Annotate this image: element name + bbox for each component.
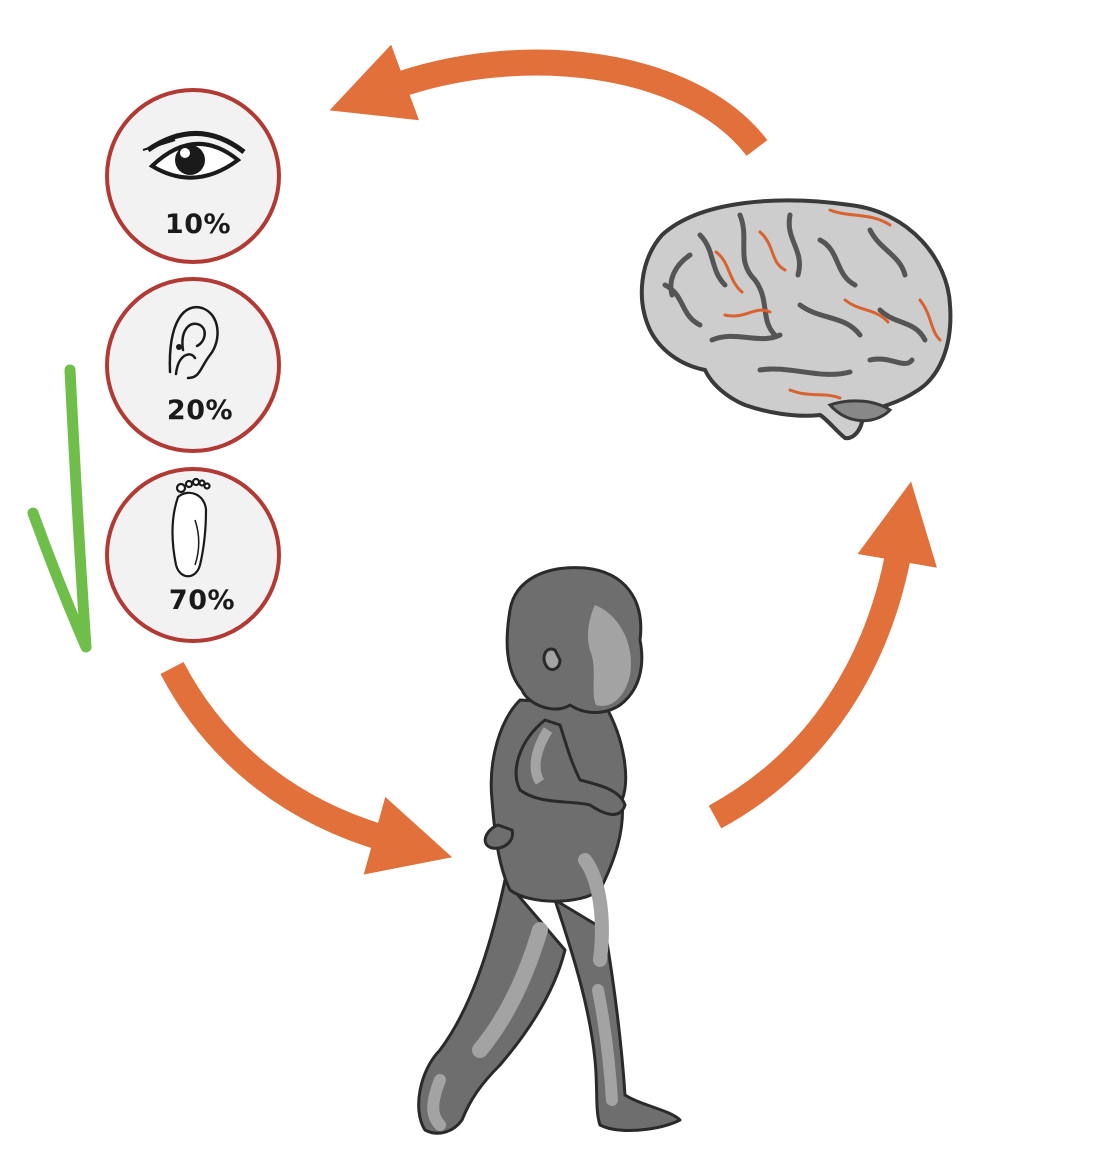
- foot-icon: [171, 477, 211, 578]
- sense-percent-label: 10%: [165, 209, 231, 240]
- walking-child-icon: [417, 566, 682, 1135]
- sense-foot: 70%: [105, 467, 281, 643]
- arrow-senses-to-child: [160, 661, 453, 875]
- cycle-arrows: [160, 44, 937, 875]
- sense-ear: 20%: [105, 277, 281, 453]
- arrow-child-to-brain: [708, 481, 937, 829]
- ear-icon: [168, 305, 219, 380]
- brain-icon: [639, 198, 953, 441]
- sense-percent-label: 70%: [169, 585, 235, 616]
- sense-percent-label: 20%: [167, 395, 233, 426]
- eye-icon: [142, 131, 246, 180]
- arrow-brain-to-senses: [329, 44, 768, 157]
- sense-eye: 10%: [105, 88, 281, 264]
- check-mark-icon: [27, 364, 92, 653]
